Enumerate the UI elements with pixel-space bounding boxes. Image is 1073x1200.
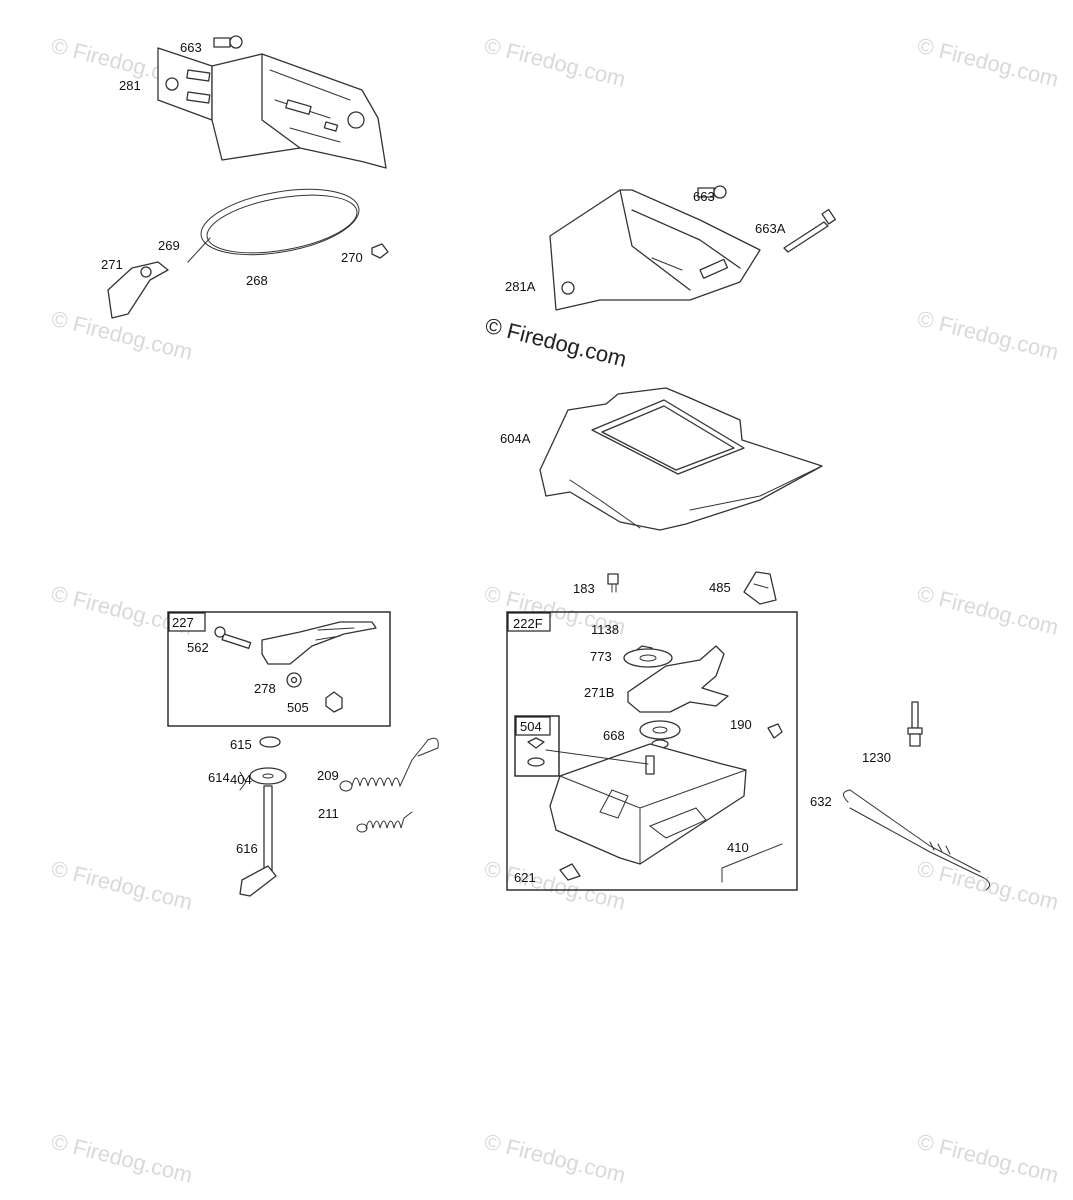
label-504: 504 [520, 719, 542, 734]
kit-222F-box [506, 611, 798, 891]
watermark: © Firedog.com [49, 1129, 195, 1188]
label-269: 269 [158, 238, 180, 253]
watermark: © Firedog.com [915, 1129, 1061, 1188]
screw-663-drawing [213, 35, 243, 49]
label-190: 190 [730, 717, 752, 732]
screw-663-right-drawing [697, 185, 727, 199]
watermark: © Firedog.com [915, 33, 1061, 92]
label-621: 621 [514, 870, 536, 885]
label-1138: 1138 [591, 622, 619, 637]
label-773: 773 [590, 649, 612, 664]
label-614: 614 [208, 770, 230, 785]
watermark-main: © Firedog.com [483, 313, 629, 372]
label-222F: 222F [513, 616, 543, 631]
label-278: 278 [254, 681, 276, 696]
watermark-center: © Firedog.com [483, 313, 629, 372]
label-271: 271 [101, 257, 123, 272]
watermark: © Firedog.com [482, 33, 628, 92]
watermark: © Firedog.com [915, 856, 1061, 915]
label-616: 616 [236, 841, 258, 856]
label-562: 562 [187, 640, 209, 655]
label-410: 410 [727, 840, 749, 855]
label-281A: 281A [505, 279, 536, 294]
cable-268-drawing [107, 188, 389, 319]
watermark: © Firedog.com [915, 581, 1061, 640]
label-271B: 271B [584, 685, 614, 700]
link-632-drawing [843, 789, 990, 891]
label-485: 485 [709, 580, 731, 595]
governor-shaft-drawing [239, 736, 287, 897]
label-281: 281 [119, 78, 141, 93]
label-404: 404 [230, 772, 252, 787]
watermark: © Firedog.com [915, 306, 1061, 365]
label-668: 668 [603, 728, 625, 743]
shroud-281A-drawing [549, 189, 761, 311]
label-663A: 663A [755, 221, 786, 236]
label-663-right: 663 [693, 189, 715, 204]
bracket-281-drawing [157, 47, 387, 169]
watermark: © Firedog.com [49, 856, 195, 915]
kit-227-box [167, 611, 391, 727]
label-663-top: 663 [180, 40, 202, 55]
label-211: 211 [318, 806, 339, 821]
label-1230: 1230 [862, 750, 891, 765]
clip-485-drawing [743, 571, 777, 605]
label-183: 183 [573, 581, 595, 596]
watermark: © Firedog.com [482, 856, 628, 915]
part-labels: 663 281 269 271 268 270 663 663A 281A 60… [101, 40, 891, 885]
label-505: 505 [287, 700, 309, 715]
watermark-layer: © Firedog.com © Firedog.com © Firedog.co… [49, 33, 1061, 1188]
housing-604A-drawing [539, 387, 823, 531]
watermark: © Firedog.com [482, 1129, 628, 1188]
label-615: 615 [230, 737, 252, 752]
bolt-183-drawing [607, 573, 619, 593]
label-604A: 604A [500, 431, 531, 446]
springs-209-211-drawing [339, 737, 439, 833]
label-268: 268 [246, 273, 268, 288]
label-227: 227 [172, 615, 194, 630]
stud-1230-drawing [907, 701, 923, 747]
label-632: 632 [810, 794, 832, 809]
label-209: 209 [317, 768, 339, 783]
bolt-663A-drawing [783, 208, 836, 253]
label-270: 270 [341, 250, 363, 265]
